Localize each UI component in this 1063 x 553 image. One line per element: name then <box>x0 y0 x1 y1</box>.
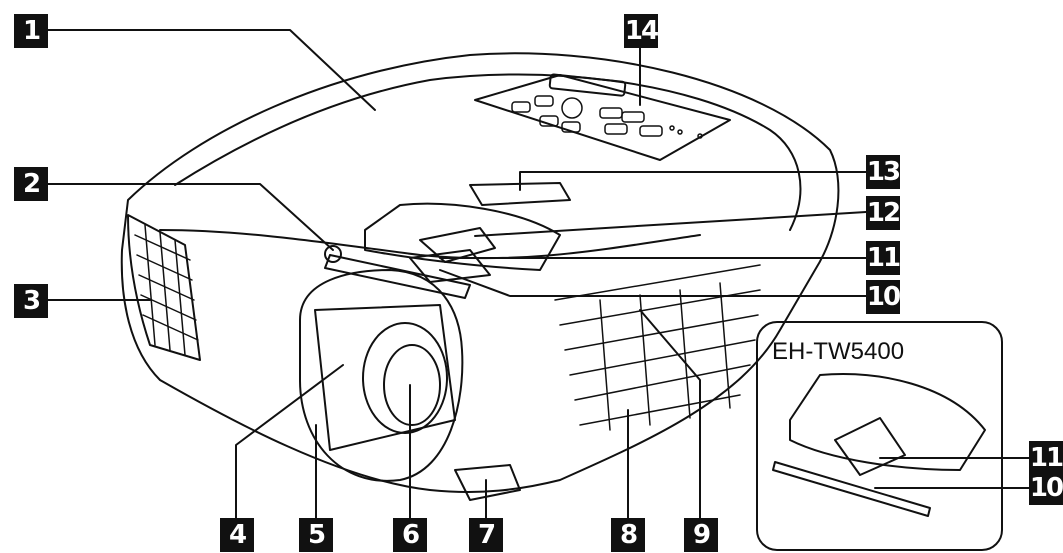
callout-14: 14 <box>624 14 659 48</box>
callout-3: 3 <box>14 284 48 318</box>
panel-slot <box>548 73 627 97</box>
callout-11: 11 <box>866 241 901 275</box>
callout-2: 2 <box>14 167 48 201</box>
inset-lever <box>772 461 931 517</box>
lens-frame <box>299 269 464 482</box>
lens-inner-frame <box>314 304 456 451</box>
projection-lens <box>362 322 448 434</box>
callout-10: 10 <box>866 280 901 314</box>
lens-cover-slot <box>469 182 571 206</box>
panel-buttons <box>511 95 703 139</box>
focus-recess <box>364 202 561 271</box>
control-panel <box>474 74 731 161</box>
callout-4: 4 <box>220 518 254 552</box>
callout-1: 1 <box>14 14 48 48</box>
inset-callout-10: 10 <box>1029 471 1063 505</box>
inset-callout-11: 11 <box>1029 441 1063 475</box>
lens-glass <box>383 344 441 426</box>
callout-12: 12 <box>866 196 901 230</box>
top-surface <box>174 73 802 231</box>
callout-5: 5 <box>299 518 333 552</box>
remote-receiver <box>324 245 342 263</box>
callout-13: 13 <box>866 155 901 189</box>
callout-7: 7 <box>469 518 503 552</box>
right-vent-grid <box>554 264 761 431</box>
callout-9: 9 <box>684 518 718 552</box>
inset-panel <box>756 321 1003 551</box>
inset-model-label: EH-TW5400 <box>772 338 905 365</box>
top-edge <box>159 229 701 260</box>
callout-8: 8 <box>611 518 645 552</box>
leader-lines <box>46 29 867 519</box>
lens-cover-lever <box>324 254 471 299</box>
inset-recess <box>789 373 986 471</box>
left-vent-grid <box>134 224 199 356</box>
left-vent-frame <box>127 214 201 361</box>
front-foot <box>454 464 521 501</box>
projector-body <box>120 52 840 493</box>
callout-6: 6 <box>393 518 427 552</box>
inset-zoom-slider <box>834 417 906 476</box>
